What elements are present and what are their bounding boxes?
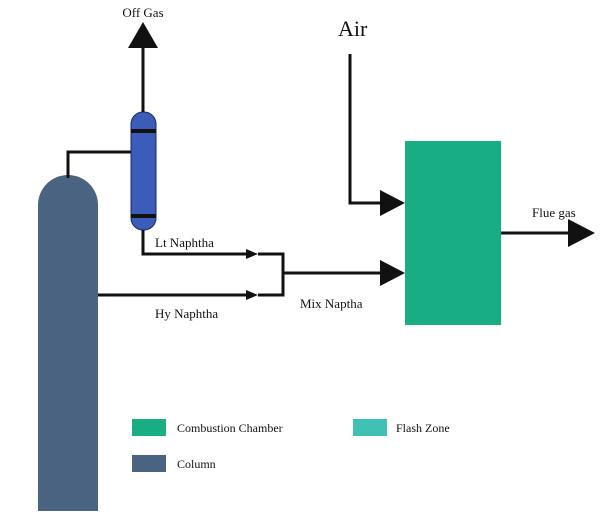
mix-naptha-label: Mix Naptha	[300, 296, 363, 311]
legend-label-combustion-chamber: Combustion Chamber	[177, 421, 283, 435]
air-line	[348, 54, 382, 205]
column-base	[38, 300, 98, 511]
hy-naphtha-label: Hy Naphtha	[155, 306, 218, 321]
flue-gas-arrow	[568, 219, 595, 247]
legend-swatch-flash-zone	[353, 419, 387, 436]
legend-swatch-column	[132, 455, 166, 472]
legend: Combustion Chamber Flash Zone Column	[132, 419, 450, 472]
lt-naphtha-line	[141, 230, 248, 256]
combustion-chamber	[405, 141, 501, 325]
lt-naphtha-arrow	[246, 249, 258, 259]
lt-naphtha-label: Lt Naphtha	[155, 235, 214, 250]
column-overhead-line	[66, 150, 132, 178]
off-gas-label: Off Gas	[122, 5, 163, 20]
off-gas-arrow	[128, 22, 158, 48]
legend-label-column: Column	[177, 457, 216, 471]
legend-label-flash-zone: Flash Zone	[396, 421, 450, 435]
mixer-junction-top	[258, 252, 285, 297]
air-label: Air	[338, 16, 368, 41]
mix-naptha-arrow	[380, 260, 405, 286]
flue-gas-label: Flue gas	[532, 205, 576, 220]
hy-naphtha-arrow	[246, 290, 258, 300]
legend-swatch-combustion-chamber	[132, 419, 166, 436]
air-arrow	[380, 190, 405, 216]
